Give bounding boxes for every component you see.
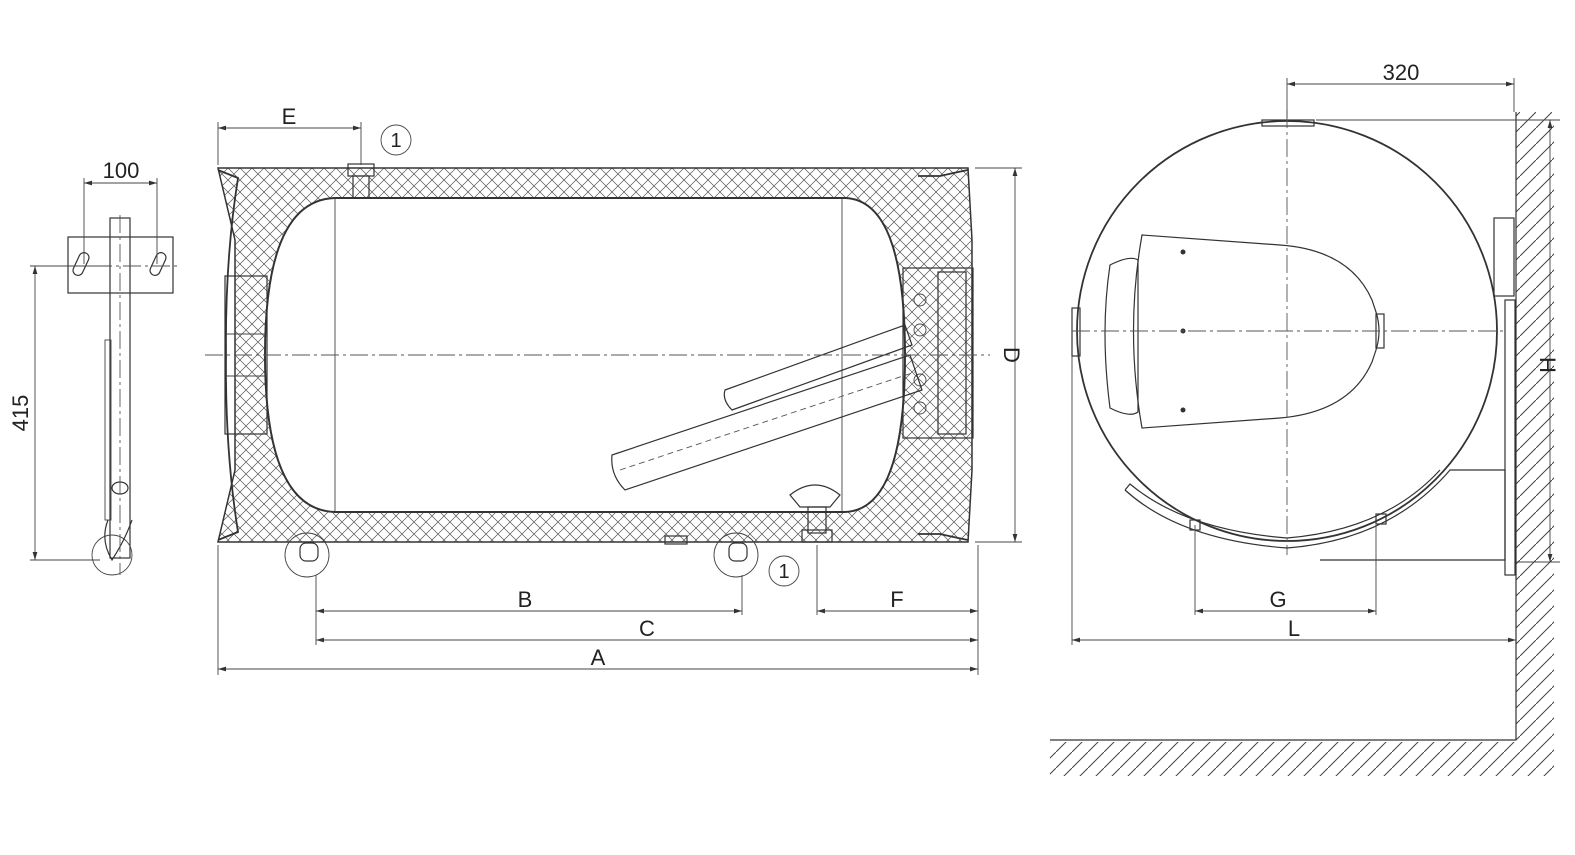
tank-section-view: E 1 D 1 B F C A <box>205 104 1024 675</box>
connection-marker-top <box>380 124 412 156</box>
bracket-foot-circle <box>91 534 133 576</box>
dim-h-label: H <box>1535 357 1560 373</box>
connection-marker-bottom-label: 1 <box>778 561 789 583</box>
bracket-slot-left <box>72 252 90 276</box>
dim-d-label: D <box>999 347 1024 363</box>
right-end-cap <box>918 169 969 541</box>
dim-a-label: A <box>591 645 606 670</box>
left-end-cap <box>217 169 240 541</box>
bracket-height-label: 415 <box>8 395 33 432</box>
dim-c-label: C <box>639 616 655 641</box>
bracket-slot-right <box>149 252 167 276</box>
bottom-connection-nut <box>801 529 833 543</box>
dim-l-label: L <box>1288 616 1300 641</box>
bottom-fitting <box>789 484 841 508</box>
wall-hatch <box>1516 112 1554 742</box>
heater-flange <box>902 267 974 439</box>
tank-side-view: 320 H G L <box>1050 60 1560 776</box>
bracket-width-label: 100 <box>103 158 140 183</box>
dim-f-label: F <box>890 587 903 612</box>
dim-g-label: G <box>1269 587 1286 612</box>
top-connection-pipe <box>352 175 370 199</box>
connection-marker-bottom <box>768 555 800 587</box>
mount-point-left <box>284 532 330 578</box>
wall-bracket-view: 100 415 <box>8 158 178 576</box>
bracket-plate <box>67 236 174 294</box>
flange-insulation <box>937 271 967 435</box>
side-offset-label: 320 <box>1383 60 1420 85</box>
thermostat-tube <box>723 324 913 411</box>
wall-mount <box>1493 217 1515 297</box>
support-cradle <box>1124 469 1506 561</box>
bottom-connection-pipe <box>807 506 827 534</box>
cover-plate <box>1132 234 1380 429</box>
cover-handle <box>1104 257 1139 415</box>
dim-e-label: E <box>282 104 297 129</box>
bracket-hook <box>104 519 133 562</box>
heating-element <box>611 354 923 491</box>
mount-point-right <box>713 532 759 578</box>
dim-b-label: B <box>518 587 533 612</box>
connection-marker-top-label: 1 <box>390 130 401 152</box>
wall-rail <box>1504 299 1516 576</box>
floor-hatch <box>1050 742 1554 776</box>
